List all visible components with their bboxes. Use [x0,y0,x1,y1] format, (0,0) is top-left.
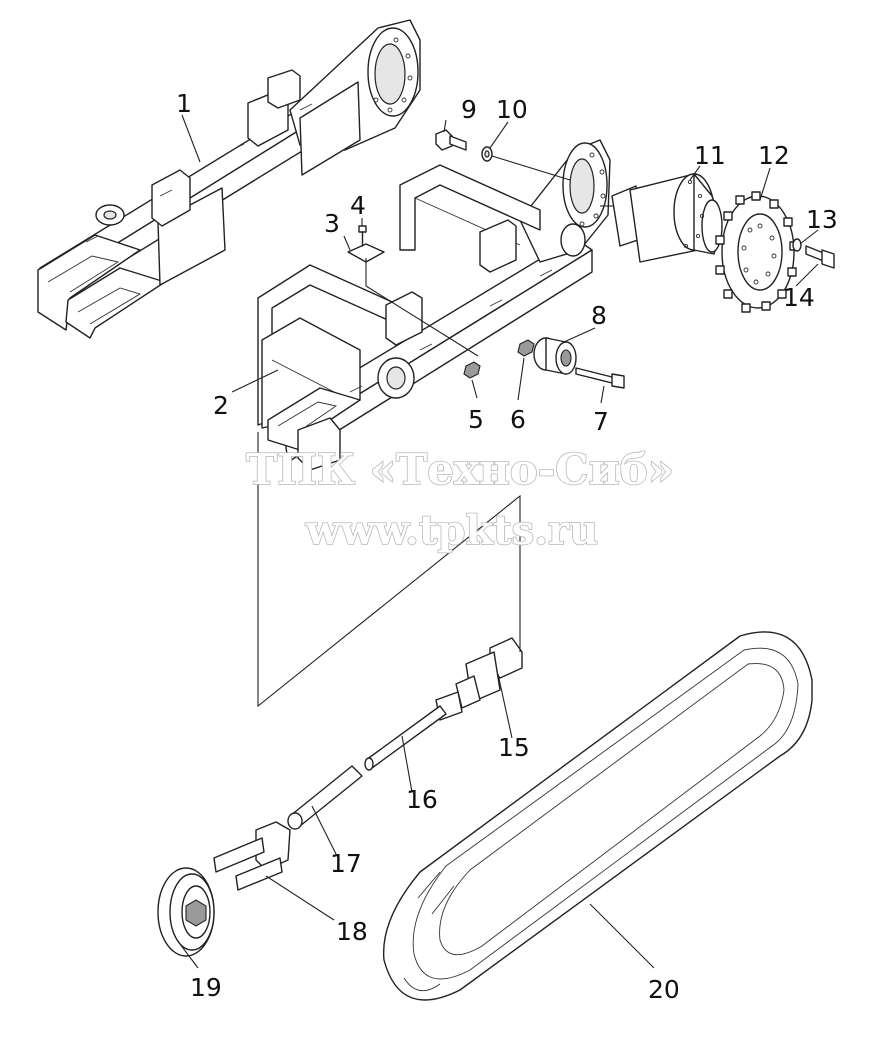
track-frame-center[interactable] [257,139,611,471]
callout-14: 14 [783,283,815,312]
bolt-9[interactable] [435,129,467,151]
callout-2: 2 [213,391,229,420]
leader-lines [179,114,819,969]
callout-17: 17 [330,849,362,878]
callout-11: 11 [694,141,726,170]
callout-13: 13 [806,205,838,234]
idler-yoke[interactable] [213,821,291,891]
washer-10[interactable] [481,146,571,181]
bolt-14[interactable] [805,245,835,269]
drive-sprocket[interactable] [715,191,799,313]
watermark-line-1: ТПК «Техно-Сиб» [246,445,674,494]
piston-rod[interactable] [364,705,447,771]
nut-6[interactable] [517,339,535,357]
track-frame-left[interactable] [37,19,421,339]
callout-9: 9 [461,95,477,124]
spring-tube[interactable] [287,765,363,830]
front-idler[interactable] [157,867,215,957]
callout-19: 19 [190,973,222,1002]
callout-5: 5 [468,405,484,434]
tension-cylinder[interactable] [435,637,523,721]
travel-motor[interactable] [600,173,723,263]
clamp-plate[interactable] [347,243,479,357]
callout-15: 15 [498,733,530,762]
watermark: ТПК «Техно-Сиб» www.tpkts.ru [245,444,675,555]
rubber-track[interactable] [382,631,813,1001]
long-bolt-7[interactable] [575,367,625,389]
callout-10: 10 [496,95,528,124]
carrier-roller[interactable] [533,337,577,375]
callout-18: 18 [336,917,368,946]
callout-6: 6 [510,405,526,434]
watermark-line-2: www.tpkts.ru [305,507,598,554]
callout-3: 3 [324,209,340,238]
callout-12: 12 [758,141,790,170]
callout-16: 16 [406,785,438,814]
washer-13[interactable] [792,238,802,252]
callout-labels: 1 2 3 4 5 6 7 8 9 10 11 12 13 14 15 16 1… [176,89,838,1004]
plate-bolt[interactable] [358,225,367,247]
nut-5[interactable] [463,361,481,379]
callout-20: 20 [648,975,680,1004]
callout-4: 4 [350,191,366,220]
callout-7: 7 [593,407,609,436]
callout-1: 1 [176,89,192,118]
callout-8: 8 [591,301,607,330]
